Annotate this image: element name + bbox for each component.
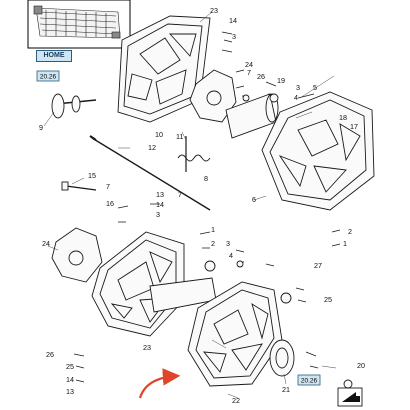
ref-tag-top-label: 20.26 [40, 74, 57, 81]
callout-3-mid: 3 [296, 83, 300, 92]
callout-1-right: 1 [343, 239, 347, 248]
highlight-arrow [138, 368, 181, 399]
callout-19: 19 [277, 76, 285, 85]
callout-11: 11 [176, 132, 183, 141]
callout-23-bottom: 23 [143, 343, 151, 352]
callout-14-left: 14 [66, 375, 74, 384]
callout-27: 27 [314, 261, 322, 270]
callout-3-lower: 3 [156, 210, 160, 219]
callout-25-left: 25 [66, 362, 74, 371]
callout-21: 21 [282, 385, 290, 394]
callout-13: 13 [156, 190, 164, 199]
next-page-icon[interactable] [337, 387, 363, 407]
callout-10: 10 [155, 130, 163, 139]
callout-13-left: 13 [66, 387, 74, 396]
callout-4-center: 4 [229, 251, 233, 260]
callout-9: 9 [39, 123, 43, 132]
callout-15: 15 [88, 171, 96, 180]
thumbnail-overview[interactable] [27, 0, 131, 49]
callout-26-right: 26 [257, 72, 265, 81]
callout-12: 12 [148, 143, 156, 152]
callout-14-mid: 14 [156, 200, 164, 209]
callout-4: 4 [294, 93, 298, 102]
callout-7-right: 7 [247, 68, 251, 77]
callout-3-top: 3 [232, 32, 236, 41]
callout-1-center: 1 [211, 225, 215, 234]
callout-2-right: 2 [348, 227, 352, 236]
callout-6: 6 [252, 195, 256, 204]
callout-26-left: 26 [46, 350, 54, 359]
callout-20: 20 [357, 361, 365, 370]
callout-2-center: 2 [211, 239, 215, 248]
callout-labels: 23 14 3 24 7 26 19 5 3 4 9 18 17 10 11 1… [39, 6, 365, 405]
callout-24-right: 24 [245, 60, 253, 69]
callout-17: 17 [350, 122, 358, 131]
ref-tag-bottom[interactable]: 20.26 [297, 374, 321, 386]
callout-23-top: 23 [210, 6, 218, 15]
ref-tag-bottom-label: 20.26 [301, 378, 318, 385]
callout-14-top: 14 [229, 16, 237, 25]
callout-7-left: 7 [106, 182, 110, 191]
callout-3-left: 3 [226, 239, 230, 248]
callout-22: 22 [232, 396, 240, 405]
callout-16: 16 [106, 199, 114, 208]
callout-24-left: 24 [42, 239, 50, 248]
callout-7-center: 7 [178, 190, 182, 199]
callout-25: 25 [324, 295, 332, 304]
callout-18: 18 [339, 113, 347, 122]
callout-5: 5 [313, 83, 317, 92]
parts-line-art [43, 11, 375, 399]
ref-tag-top[interactable]: 20.26 [36, 70, 60, 82]
home-button[interactable]: HOME [36, 50, 72, 62]
callout-8: 8 [204, 174, 208, 183]
